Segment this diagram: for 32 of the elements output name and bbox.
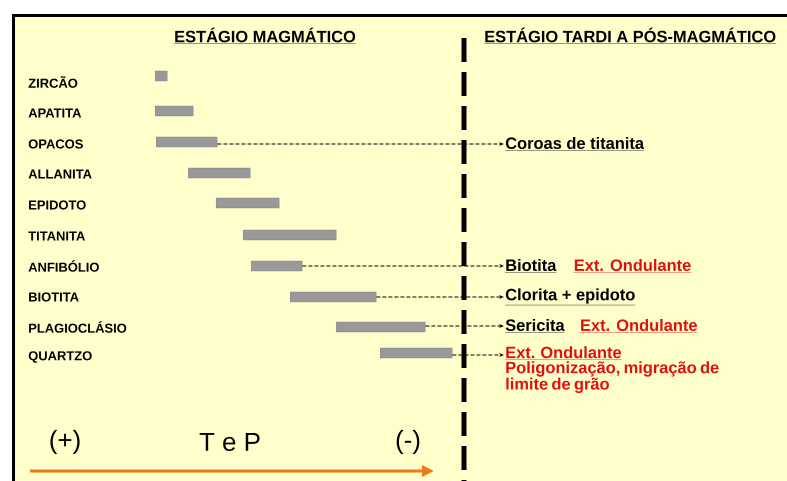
bar	[336, 322, 426, 332]
scale-label: T e P	[200, 432, 260, 452]
bar	[156, 136, 218, 148]
bar	[290, 292, 376, 302]
stage-heading: ESTÁGIO TARDI A PÓS-MAGMÁTICO	[484, 28, 776, 44]
bar	[155, 70, 168, 82]
mineral-label: ALLANITA	[28, 170, 92, 178]
bar	[188, 168, 250, 178]
bar	[380, 348, 452, 358]
result-label: Coroas de titanita	[505, 136, 644, 151]
mineral-label: TITANITA	[28, 232, 85, 240]
result-label: Clorita + epidoto	[505, 288, 636, 306]
mineral-label: ZIRCÃO	[28, 76, 78, 88]
note-label: Ext. Ondulante	[580, 318, 698, 333]
note-label: Ext. Ondulante	[574, 258, 692, 273]
mineral-label: EPIDOTO	[29, 200, 86, 210]
bar	[243, 230, 336, 240]
mineral-label: QUARTZO	[28, 351, 92, 363]
scale-label: (-)	[396, 430, 420, 454]
stage-heading: ESTÁGIO MAGMÁTICO	[174, 28, 356, 44]
bar	[155, 106, 194, 116]
result-label: Ext. Ondulante Poligonização, migração de limite de grão	[505, 346, 719, 394]
result-label: Sericita	[505, 318, 565, 333]
mineral-label: APATITA	[28, 108, 82, 118]
mineral-label: ANFIBÓLIO	[28, 260, 99, 272]
mineral-label: OPACOS	[28, 139, 83, 149]
scale-label: (+)	[50, 430, 80, 454]
bar	[216, 198, 280, 208]
mineral-label: PLAGIOCLÁSIO	[29, 321, 126, 333]
mineral-label: BIOTITA	[29, 292, 79, 302]
result-label: Biotita	[505, 258, 557, 273]
bar	[251, 260, 302, 272]
